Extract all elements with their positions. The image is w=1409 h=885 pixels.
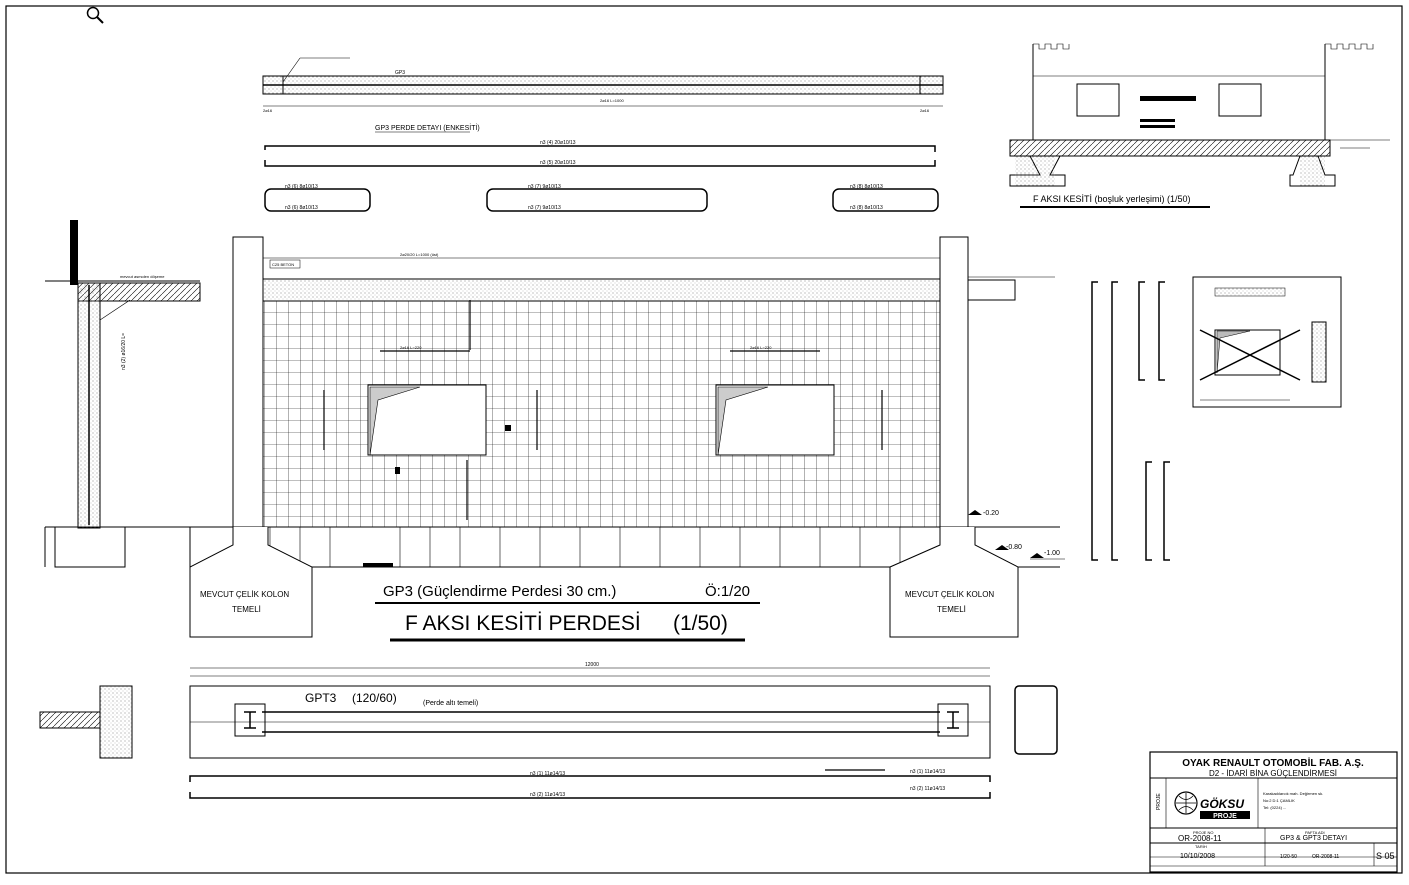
title-block: OYAK RENAULT OTOMOBİL FAB. A.Ş. D2 - İDA…: [1149, 751, 1398, 873]
svg-text:n3 (8) 8ø10/13: n3 (8) 8ø10/13: [850, 184, 883, 190]
top-bar-detail: GP3 2ø16 L=1000 2ø16 2ø16 GP3 PERDE DETA…: [262, 57, 944, 212]
svg-text:(120/60): (120/60): [352, 691, 397, 705]
magnifier-icon[interactable]: [85, 5, 105, 25]
svg-text:n3 (2) ø16/20 L=: n3 (2) ø16/20 L=: [121, 333, 127, 370]
svg-text:TARİH: TARİH: [1195, 844, 1207, 849]
svg-text:PROJE: PROJE: [1213, 813, 1237, 820]
left-section: mevcut asmolen döşeme n3 (2) ø16/20 L=: [44, 220, 201, 568]
main-wall-elevation: 2ø20/20 L=1000 (üst) C25 BETON 2ø16 L=22…: [45, 236, 1065, 642]
svg-text:12000: 12000: [585, 662, 599, 668]
svg-text:GÖKSU: GÖKSU: [1200, 796, 1244, 811]
svg-text:n3 (2) 11ø14/13: n3 (2) 11ø14/13: [530, 792, 565, 798]
f-section-openings: F AKSI KESİTİ (boşluk yerleşimi) (1/50): [1009, 43, 1390, 208]
svg-text:GP3 PERDE DETAYI (ENKESİTİ): GP3 PERDE DETAYI (ENKESİTİ): [375, 123, 480, 132]
svg-text:F AKSI KESİTİ PERDESİ: F AKSI KESİTİ PERDESİ: [405, 612, 641, 635]
svg-text:F AKSI KESİTİ (boşluk yerle: F AKSI KESİTİ (boşluk yerleşimi) (1/50): [1033, 194, 1191, 204]
svg-text:GP3 & GPT3 DETAYI: GP3 & GPT3 DETAYI: [1280, 835, 1347, 842]
rebar-schedule-right: [1091, 281, 1170, 561]
svg-text:D2 - İDARİ BİNA GÜÇLENDİRMESİ: D2 - İDARİ BİNA GÜÇLENDİRMESİ: [1209, 769, 1337, 778]
svg-text:-0.20: -0.20: [983, 510, 999, 517]
svg-text:GP3: GP3: [395, 70, 405, 76]
svg-text:-0.80: -0.80: [1006, 544, 1022, 551]
svg-text:n3 (7) 9ø10/13: n3 (7) 9ø10/13: [528, 184, 561, 190]
svg-text:OR-2008-11: OR-2008-11: [1178, 834, 1222, 843]
svg-text:n3 (5) 20ø10/13: n3 (5) 20ø10/13: [540, 160, 576, 166]
svg-text:2ø16: 2ø16: [920, 108, 930, 113]
svg-text:Tel: (0224) ...: Tel: (0224) ...: [1263, 805, 1286, 810]
sheet-border: [5, 5, 1403, 874]
svg-text:2ø16: 2ø16: [263, 108, 273, 113]
svg-text:n3 (7) 9ø10/13: n3 (7) 9ø10/13: [528, 205, 561, 211]
svg-text:Karakadılarcık mah. Değirmen s: Karakadılarcık mah. Değirmen sk.: [1263, 791, 1323, 796]
svg-text:TEMELİ: TEMELİ: [937, 605, 966, 614]
svg-text:Ö:1/20: Ö:1/20: [705, 582, 750, 600]
svg-text:2ø16 L=220: 2ø16 L=220: [750, 345, 772, 350]
svg-text:n3 (8) 8ø10/13: n3 (8) 8ø10/13: [850, 205, 883, 211]
svg-text:mevcut asmolen döşeme: mevcut asmolen döşeme: [120, 274, 165, 279]
svg-text:n3 (4) 20ø10/13: n3 (4) 20ø10/13: [540, 140, 576, 146]
svg-text:GP3 (Güçlendirme Perdesi 30: GP3 (Güçlendirme Perdesi 30 cm.): [383, 583, 616, 600]
svg-text:(1/50): (1/50): [673, 612, 728, 635]
svg-text:n3 (2) 11ø14/13: n3 (2) 11ø14/13: [910, 786, 945, 792]
svg-text:n3 (1) 11ø14/13: n3 (1) 11ø14/13: [910, 769, 945, 775]
svg-text:n3 (1) 11ø14/13: n3 (1) 11ø14/13: [530, 771, 565, 777]
svg-text:S 05: S 05: [1376, 851, 1395, 861]
svg-text:GPT3: GPT3: [305, 691, 337, 705]
svg-text:(Perde altı temeli): (Perde altı temeli): [423, 700, 478, 707]
svg-text:-1.00: -1.00: [1044, 550, 1060, 557]
svg-text:PROJE NO: PROJE NO: [1193, 830, 1213, 835]
svg-text:OYAK RENAULT OTOMOBİL FAB. A.Ş: OYAK RENAULT OTOMOBİL FAB. A.Ş.: [1182, 756, 1364, 769]
svg-text:10/10/2008: 10/10/2008: [1180, 853, 1215, 860]
svg-text:1/20-50: 1/20-50: [1280, 854, 1297, 860]
svg-text:PROJE: PROJE: [1156, 793, 1162, 810]
svg-text:2ø16 L=220: 2ø16 L=220: [400, 345, 422, 350]
svg-text:n3 (6) 8ø10/13: n3 (6) 8ø10/13: [285, 184, 318, 190]
svg-text:No:2 D:1 ÇAMLIK: No:2 D:1 ÇAMLIK: [1263, 798, 1295, 803]
svg-text:MEVCUT ÇELİK KOLON: MEVCUT ÇELİK KOLON: [200, 590, 289, 599]
svg-text:OR-2008-11: OR-2008-11: [1312, 854, 1339, 860]
svg-text:2ø20/20 L=1000 (üst): 2ø20/20 L=1000 (üst): [400, 252, 439, 257]
foundation-plan: 12000 GPT3 (120/60) (Perde altı temeli) …: [39, 662, 1058, 799]
svg-text:2ø16 L=1000: 2ø16 L=1000: [600, 98, 624, 103]
svg-text:PAFTA ADI: PAFTA ADI: [1305, 830, 1325, 835]
svg-text:n3 (6) 8ø10/13: n3 (6) 8ø10/13: [285, 205, 318, 211]
opening-detail-box: [1192, 276, 1342, 408]
svg-text:C25 BETON: C25 BETON: [272, 262, 294, 267]
svg-text:TEMELİ: TEMELİ: [232, 605, 261, 614]
svg-text:MEVCUT ÇELİK KOLON: MEVCUT ÇELİK KOLON: [905, 590, 994, 599]
